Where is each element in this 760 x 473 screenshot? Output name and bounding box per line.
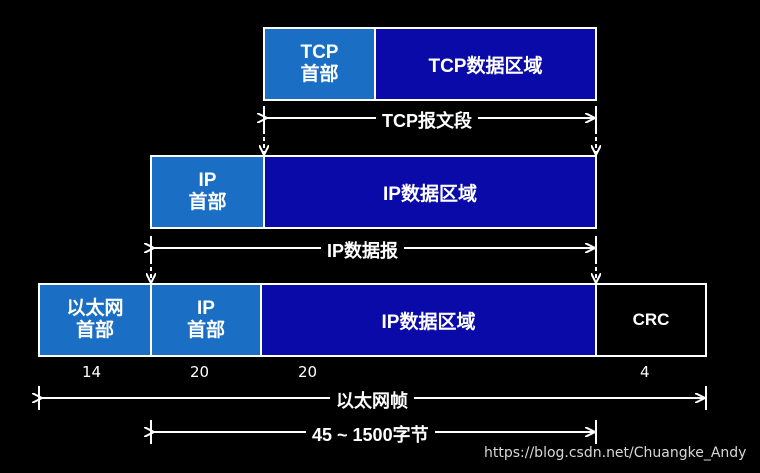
ethernet-header-box: 以太网 首部 <box>38 283 152 357</box>
size-crc: 4 <box>640 363 650 381</box>
tcp-data-box: TCP数据区域 <box>374 27 597 101</box>
ip-datagram-label: IP数据报 <box>321 237 405 263</box>
size-ip-header: 20 <box>190 363 210 381</box>
watermark: https://blog.csdn.net/Chuangke_Andy <box>484 445 747 461</box>
ethernet-frame-label: 以太网帧 <box>330 387 414 413</box>
frame-ip-header-box: IP 首部 <box>150 283 262 357</box>
payload-range-label: 45 ~ 1500字节 <box>306 421 435 447</box>
frame-ip-data-box: IP数据区域 <box>260 283 597 357</box>
crc-box: CRC <box>595 283 707 357</box>
tcp-header-box: TCP 首部 <box>263 27 376 101</box>
ip-header-box: IP 首部 <box>150 155 265 229</box>
size-ethernet-header: 14 <box>82 363 102 381</box>
tcp-segment-label: TCP报文段 <box>376 107 478 133</box>
size-tcp-header: 20 <box>298 363 318 381</box>
ip-data-box: IP数据区域 <box>263 155 597 229</box>
